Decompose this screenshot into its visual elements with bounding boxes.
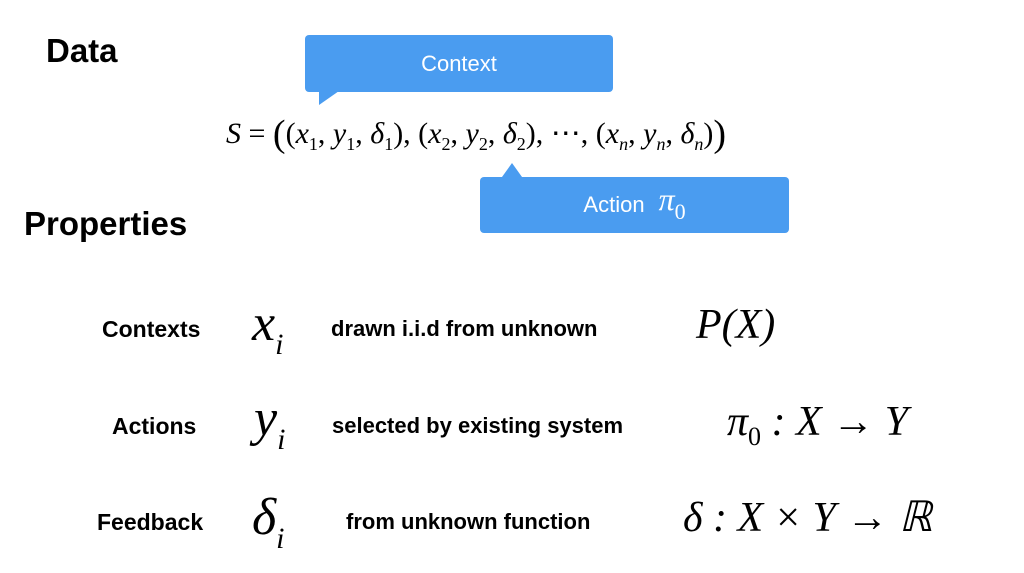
formula-sub: 2 <box>441 134 451 154</box>
symbol-sub: i <box>275 328 284 361</box>
formula-sub: n <box>694 134 704 154</box>
formula-y2: y <box>465 117 479 150</box>
action-callout: Action π0 <box>480 163 789 233</box>
actions-label: Actions <box>112 413 197 439</box>
formula-lhs: S <box>226 117 241 150</box>
expr-sub: 0 <box>748 422 762 451</box>
actions-description: selected by existing system <box>332 413 624 438</box>
expr-pi: π <box>727 399 749 445</box>
formula-sub: 1 <box>384 134 394 154</box>
formula-sub: 1 <box>346 134 356 154</box>
formula-sub: 1 <box>308 134 318 154</box>
pi-subscript: 0 <box>674 199 686 224</box>
actions-symbol: yi <box>254 393 285 455</box>
action-callout-label: Action <box>583 192 645 217</box>
formula-d2: δ <box>502 117 517 150</box>
symbol-x: x <box>252 295 276 352</box>
data-heading: Data <box>46 32 118 69</box>
formula-xn: x <box>605 117 620 150</box>
formula-ellipsis: ⋯ <box>550 117 581 150</box>
contexts-label: Contexts <box>102 316 201 342</box>
contexts-expression: P(X) <box>696 302 776 348</box>
properties-heading: Properties <box>24 205 188 242</box>
formula-sub: n <box>619 134 629 154</box>
feedback-label: Feedback <box>97 509 204 535</box>
contexts-symbol: xi <box>252 298 283 360</box>
formula-sub: n <box>656 134 666 154</box>
context-callout-label: Context <box>421 50 497 76</box>
formula-x1: x <box>295 117 309 150</box>
feedback-description: from unknown function <box>346 509 591 534</box>
symbol-sub: i <box>276 522 285 555</box>
expr-mapping: : X → Y <box>761 399 909 445</box>
feedback-symbol: δi <box>252 492 285 554</box>
context-callout: Context <box>305 35 613 105</box>
dataset-formula: S = ((x1, y1, δ1), (x2, y2, δ2), ⋯, (xn,… <box>226 113 727 155</box>
symbol-y: y <box>254 390 278 447</box>
formula-d1: δ <box>370 117 385 150</box>
feedback-expression: δ : X × Y → ℝ <box>683 495 933 541</box>
formula-x2: x <box>428 117 442 150</box>
formula-dn: δ <box>680 117 695 150</box>
symbol-sub: i <box>277 423 286 456</box>
formula-sub: 2 <box>516 134 526 154</box>
formula-sub: 2 <box>478 134 488 154</box>
formula-y1: y <box>332 117 347 150</box>
formula-yn: y <box>643 117 657 150</box>
contexts-description: drawn i.i.d from unknown <box>331 316 598 341</box>
actions-expression: π0 : X → Y <box>727 401 908 450</box>
pi-symbol: π <box>658 181 675 217</box>
symbol-delta: δ <box>252 489 277 546</box>
pi-zero-symbol: π0 <box>659 181 686 225</box>
